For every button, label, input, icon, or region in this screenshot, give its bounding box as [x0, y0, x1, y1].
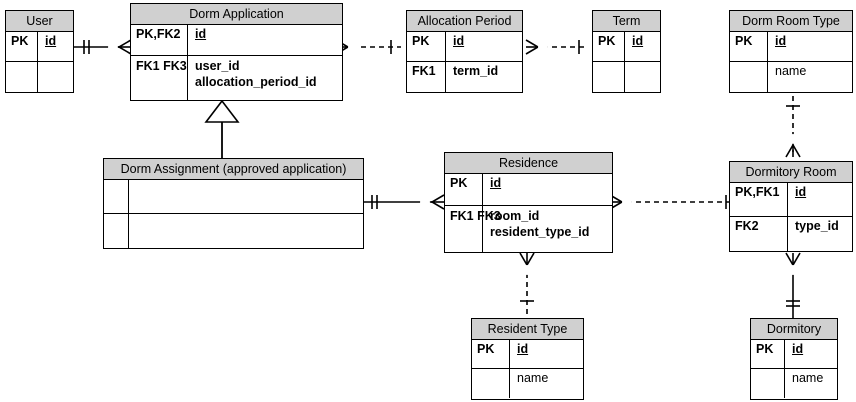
row-value	[129, 180, 363, 213]
row-key: FK2	[730, 217, 788, 251]
row-key: PK	[751, 340, 785, 368]
row-key	[104, 214, 129, 248]
row-value: user_id allocation_period_id	[195, 59, 317, 89]
row-value: name	[775, 64, 807, 78]
relationship-residence-dormitory-room	[609, 194, 732, 210]
row-key: PK,FK2	[131, 25, 188, 55]
relationship-dormitory-room-dormitory	[785, 252, 801, 318]
entity-dormitory[interactable]: Dormitory PK id name	[750, 318, 838, 400]
entity-title: Dormitory	[751, 319, 837, 340]
row-key: PK	[730, 32, 768, 61]
row-key	[104, 180, 129, 213]
entity-title: Dorm Room Type	[730, 11, 852, 32]
row-key: PK	[6, 32, 38, 61]
row-key: FK1	[407, 62, 446, 92]
row-value: id	[490, 176, 502, 190]
row-value: type_id	[795, 219, 839, 233]
relationship-dorm-assignment-residence	[363, 194, 445, 210]
entity-resident-type[interactable]: Resident Type PK id name	[471, 318, 584, 400]
row-key: PK	[407, 32, 446, 61]
row-key: FK1 FK3	[445, 206, 501, 252]
relationship-dorm-room-type-dormitory-room	[785, 96, 801, 158]
row-value	[38, 62, 73, 92]
row-key	[593, 62, 625, 92]
entity-allocation-period[interactable]: Allocation Period PK id FK1 term_id	[406, 10, 523, 93]
row-value	[625, 62, 660, 92]
row-key	[730, 62, 768, 92]
row-value: name	[517, 371, 549, 385]
entity-residence[interactable]: Residence PK id FK1 FK3 room_id resident…	[444, 152, 613, 253]
row-value: id	[45, 34, 57, 48]
row-value: id	[517, 342, 529, 356]
row-key: PK	[445, 174, 483, 205]
entity-title: Term	[593, 11, 660, 32]
relationship-allocation-period-term	[525, 39, 588, 55]
row-key: PK,FK1	[730, 183, 788, 216]
row-key	[472, 369, 510, 398]
entity-title: Dorm Application	[131, 4, 342, 25]
entity-title: Resident Type	[472, 319, 583, 340]
entity-dorm-application[interactable]: Dorm Application PK,FK2 id FK1 FK3 user_…	[130, 3, 343, 101]
row-value	[129, 214, 363, 248]
row-key: FK1 FK3	[131, 56, 188, 100]
entity-title: Allocation Period	[407, 11, 522, 32]
row-value: id	[195, 27, 207, 41]
row-key: PK	[472, 340, 510, 368]
row-key	[751, 369, 785, 398]
row-value: name	[792, 371, 824, 385]
entity-dorm-assignment[interactable]: Dorm Assignment (approved application)	[103, 158, 364, 249]
entity-dormitory-room[interactable]: Dormitory Room PK,FK1 id FK2 type_id	[729, 161, 853, 252]
entity-title: Dormitory Room	[730, 162, 852, 183]
row-value: id	[792, 342, 804, 356]
relationship-user-dorm-application	[73, 39, 132, 55]
entity-dorm-room-type[interactable]: Dorm Room Type PK id name	[729, 10, 853, 93]
row-key	[6, 62, 38, 92]
relationship-generalization-dorm-assignment	[204, 99, 240, 160]
relationship-residence-resident-type	[519, 252, 535, 318]
row-value: id	[453, 34, 465, 48]
entity-user[interactable]: User PK id	[5, 10, 74, 93]
entity-title: Residence	[445, 153, 612, 174]
row-value: term_id	[453, 64, 499, 78]
row-value: id	[795, 185, 807, 199]
row-value: room_id resident_type_id	[490, 209, 590, 239]
relationship-dorm-application-allocation-period	[335, 39, 401, 55]
row-value: id	[775, 34, 787, 48]
entity-title: User	[6, 11, 73, 32]
row-key: PK	[593, 32, 625, 61]
row-value: id	[632, 34, 644, 48]
entity-title: Dorm Assignment (approved application)	[104, 159, 363, 180]
entity-term[interactable]: Term PK id	[592, 10, 661, 93]
